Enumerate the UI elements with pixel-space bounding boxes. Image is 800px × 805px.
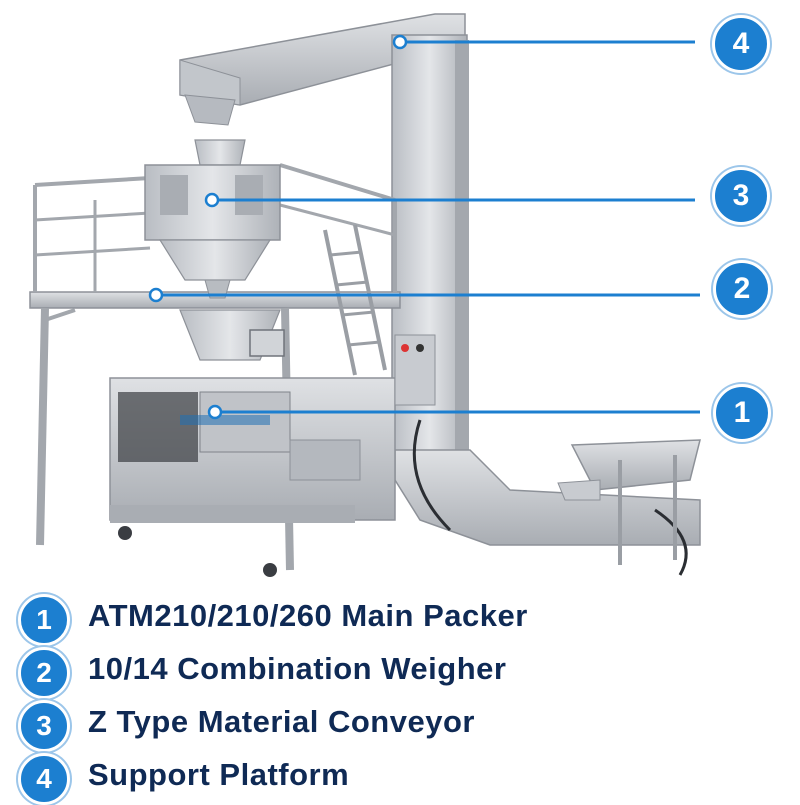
callout-badge-1: 1 (713, 384, 771, 442)
legend-item-3: 3 Z Type Material Conveyor (0, 696, 800, 752)
legend-badge: 2 (18, 647, 70, 699)
legend-item-4: 4 Support Platform (0, 749, 800, 805)
callout-badge-3: 3 (712, 167, 770, 225)
packing-machine-illustration (29, 13, 701, 577)
legend-label: ATM210/210/260 Main Packer (88, 598, 528, 633)
main-packer (109, 334, 436, 577)
callout-lines (148, 34, 700, 420)
z-conveyor (179, 13, 701, 576)
legend-item-1: 1 ATM210/210/260 Main Packer (0, 590, 800, 646)
legend-label: Z Type Material Conveyor (88, 704, 475, 739)
legend-badge: 4 (18, 753, 70, 805)
legend-badge: 3 (18, 700, 70, 752)
callout-badge-4: 4 (712, 15, 770, 73)
legend-label: Support Platform (88, 757, 350, 792)
feed-hopper (557, 439, 701, 565)
callout-badge-2: 2 (713, 260, 771, 318)
legend-badge: 1 (18, 594, 70, 646)
legend-item-2: 2 10/14 Combination Weigher (0, 643, 800, 699)
combination-weigher (144, 139, 285, 361)
legend-label: 10/14 Combination Weigher (88, 651, 507, 686)
